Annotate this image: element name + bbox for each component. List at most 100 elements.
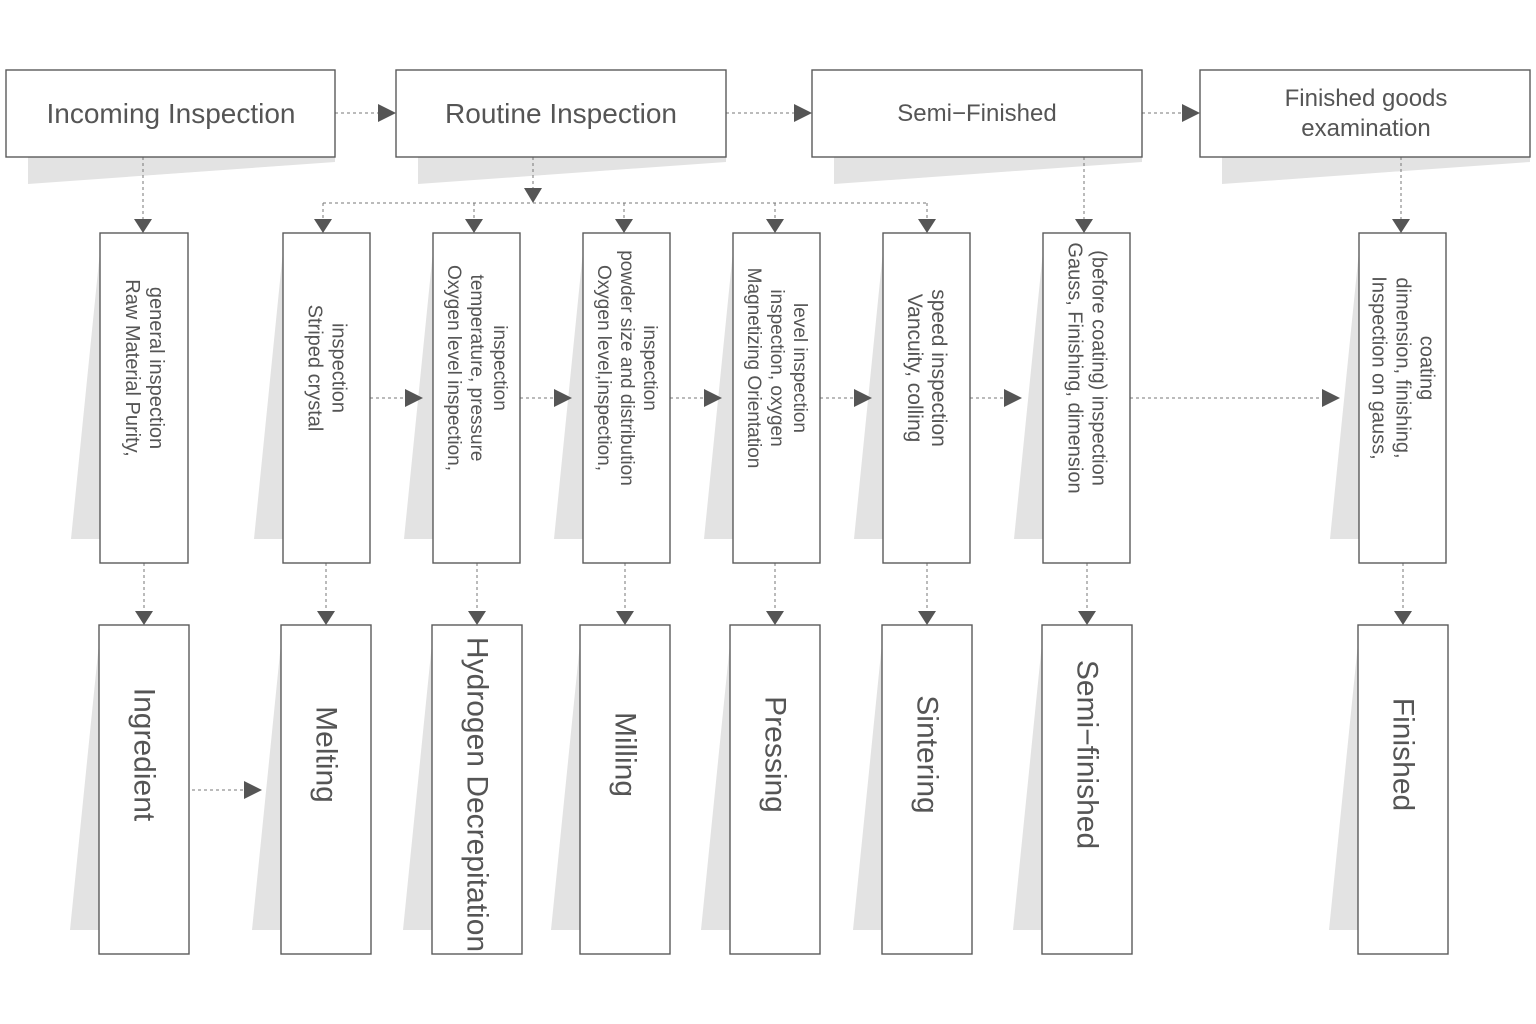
arrow-incoming-to-routine-arrowhead [378,104,396,122]
routine-branch-arrow-5-arrowhead [918,219,936,233]
process-box-semi-finished [1041,624,1133,955]
inspection-box-vancuity [882,232,971,564]
inspection-gauss-coating-text-group: Inspection on gauss,dimension, finishing… [1368,276,1438,459]
inspection-magnetizing-line-2: inspection, oxygen [766,289,787,446]
process-shadow-milling [551,643,580,930]
inspection-shadow-gauss-coating [1330,251,1359,539]
arrow-semi-to-finished-arrowhead [1182,104,1200,122]
process-box-finished [1357,624,1449,955]
inspection-shadow-oxygen-temperature [404,251,433,539]
process-box-melting [280,624,372,955]
stage-shadow-semi [834,157,1142,184]
inspection-shadow-striped-crystal [254,251,283,539]
arrow-inspection-to-process-semi-finished-arrowhead [1078,611,1096,625]
process-shadow-melting [252,643,281,930]
process-label-milling: Milling [609,712,642,797]
inspection-striped-crystal-line-2: inspection [328,323,350,413]
process-ingredient-text-group: Ingredient [128,688,161,822]
inspection-oxygen-powder-line-1: Oxygen level,inspection, [593,265,614,471]
process-box-ingredient [98,624,190,955]
stage-shadow-routine [418,157,726,184]
process-box-sintering [881,624,973,955]
inspection-gauss-finishing-line-1: Gauss, Finishing, dimension [1064,242,1086,493]
inspection-raw-material-text-group: Raw Material Purity,general inspection [121,279,167,456]
stage-title-finished-line-1: Finished goods [1285,85,1448,112]
stage-title-incoming: Incoming Inspection [46,98,295,129]
stage-box-finished [1199,69,1531,158]
arrow-routine-to-semi-arrowhead [794,104,812,122]
inspection-raw-material-line-2: general inspection [145,287,167,449]
inspection-raw-material-line-1: Raw Material Purity, [121,279,143,456]
inspection-oxygen-powder-line-2: powder size and distribution [616,250,637,486]
routine-branch-arrow-2-arrowhead [465,219,483,233]
inspection-gauss-coating-line-3: coating [1416,336,1438,401]
arrow-inspection-to-process-sintering-arrowhead [918,611,936,625]
inspection-oxygen-powder-text-group: Oxygen level,inspection,powder size and … [593,250,660,486]
inspection-vancuity-line-2: speed inspection [927,289,950,447]
stage-title-routine: Routine Inspection [445,98,677,129]
process-box-pressing [729,624,821,955]
inspection-oxygen-powder-line-3: inspection [639,325,660,411]
stage-title-finished-line-2: examination [1301,115,1430,142]
shadow-layer [28,157,1530,930]
process-shadow-sintering [853,643,882,930]
inspection-vancuity-line-1: Vancuity, colling [903,294,926,443]
arrow-oxygen-powder-to-magnetizing-arrowhead [704,389,722,407]
connector-layer [134,104,1412,799]
inspection-magnetizing-line-3: level inspection [789,303,810,433]
inspection-gauss-coating-line-2: dimension, finishing, [1392,277,1414,458]
process-label-melting: Melting [310,706,343,803]
inspection-oxygen-temperature-line-1: Oxygen level inspection, [443,265,464,471]
arrow-gauss-to-coating-arrowhead [1322,389,1340,407]
inspection-striped-crystal-line-1: Striped crystal [304,305,326,432]
routine-drop-arrowhead [524,188,542,203]
arrow-finished-to-coating-arrowhead [1392,219,1410,233]
arrow-incoming-to-raw-arrowhead [134,219,152,233]
inspection-gauss-finishing-line-2: (before coating) inspection [1088,250,1110,486]
arrow-inspection-to-process-pressing-arrowhead [766,611,784,625]
inspection-gauss-coating-line-1: Inspection on gauss, [1368,276,1390,459]
stage-box-routine [395,69,727,158]
inspection-oxygen-temperature-line-3: inspection [489,325,510,411]
arrow-inspection-to-process-milling-arrowhead [616,611,634,625]
stage-title-semi: Semi−Finished [897,100,1056,127]
inspection-box-oxygen-powder [582,232,671,564]
process-shadow-finished [1329,643,1358,930]
process-label-ingredient: Ingredient [128,688,161,822]
inspection-shadow-gauss-finishing [1014,251,1043,539]
stage-box-semi [811,69,1143,158]
process-label-pressing: Pressing [759,696,792,813]
routine-branch-arrow-3-arrowhead [615,219,633,233]
stage-shadow-incoming [28,157,335,184]
arrow-magnetizing-to-vancuity-arrowhead [854,389,872,407]
process-box-milling [579,624,671,955]
arrow-inspection-to-process-melting-arrowhead [317,611,335,625]
arrow-ingredient-to-melting-arrowhead [244,781,262,799]
inspection-shadow-magnetizing [704,251,733,539]
process-shadow-hydrogen [403,643,432,930]
process-label-finished: Finished [1387,698,1420,811]
inspection-gauss-finishing-text-group: Gauss, Finishing, dimension(before coati… [1064,242,1110,493]
stage-shadow-finished [1222,157,1530,184]
inspection-box-raw-material [99,232,189,564]
process-finished-text-group: Finished [1387,698,1420,811]
inspection-shadow-vancuity [854,251,883,539]
arrow-striped-to-oxygen-temp-arrowhead [405,389,423,407]
arrow-semi-to-gauss-arrowhead [1075,219,1093,233]
process-melting-text-group: Melting [310,706,343,803]
arrow-oxygen-temp-to-oxygen-powder-arrowhead [554,389,572,407]
inspection-box-gauss-coating [1358,232,1447,564]
stage-box-incoming [5,69,336,158]
inspection-shadow-raw-material [71,251,100,539]
process-sintering-text-group: Sintering [911,695,944,813]
arrow-vancuity-to-gauss-arrowhead [1004,389,1022,407]
arrow-inspection-to-process-ingredient-arrowhead [135,611,153,625]
inspection-magnetizing-line-1: Magnetizing Orientation [743,268,764,469]
inspection-box-magnetizing [732,232,821,564]
inspection-oxygen-temperature-line-2: temperature, pressure [466,275,487,462]
box-layer: Incoming Inspection Routine Inspection Sem… [5,69,1531,955]
